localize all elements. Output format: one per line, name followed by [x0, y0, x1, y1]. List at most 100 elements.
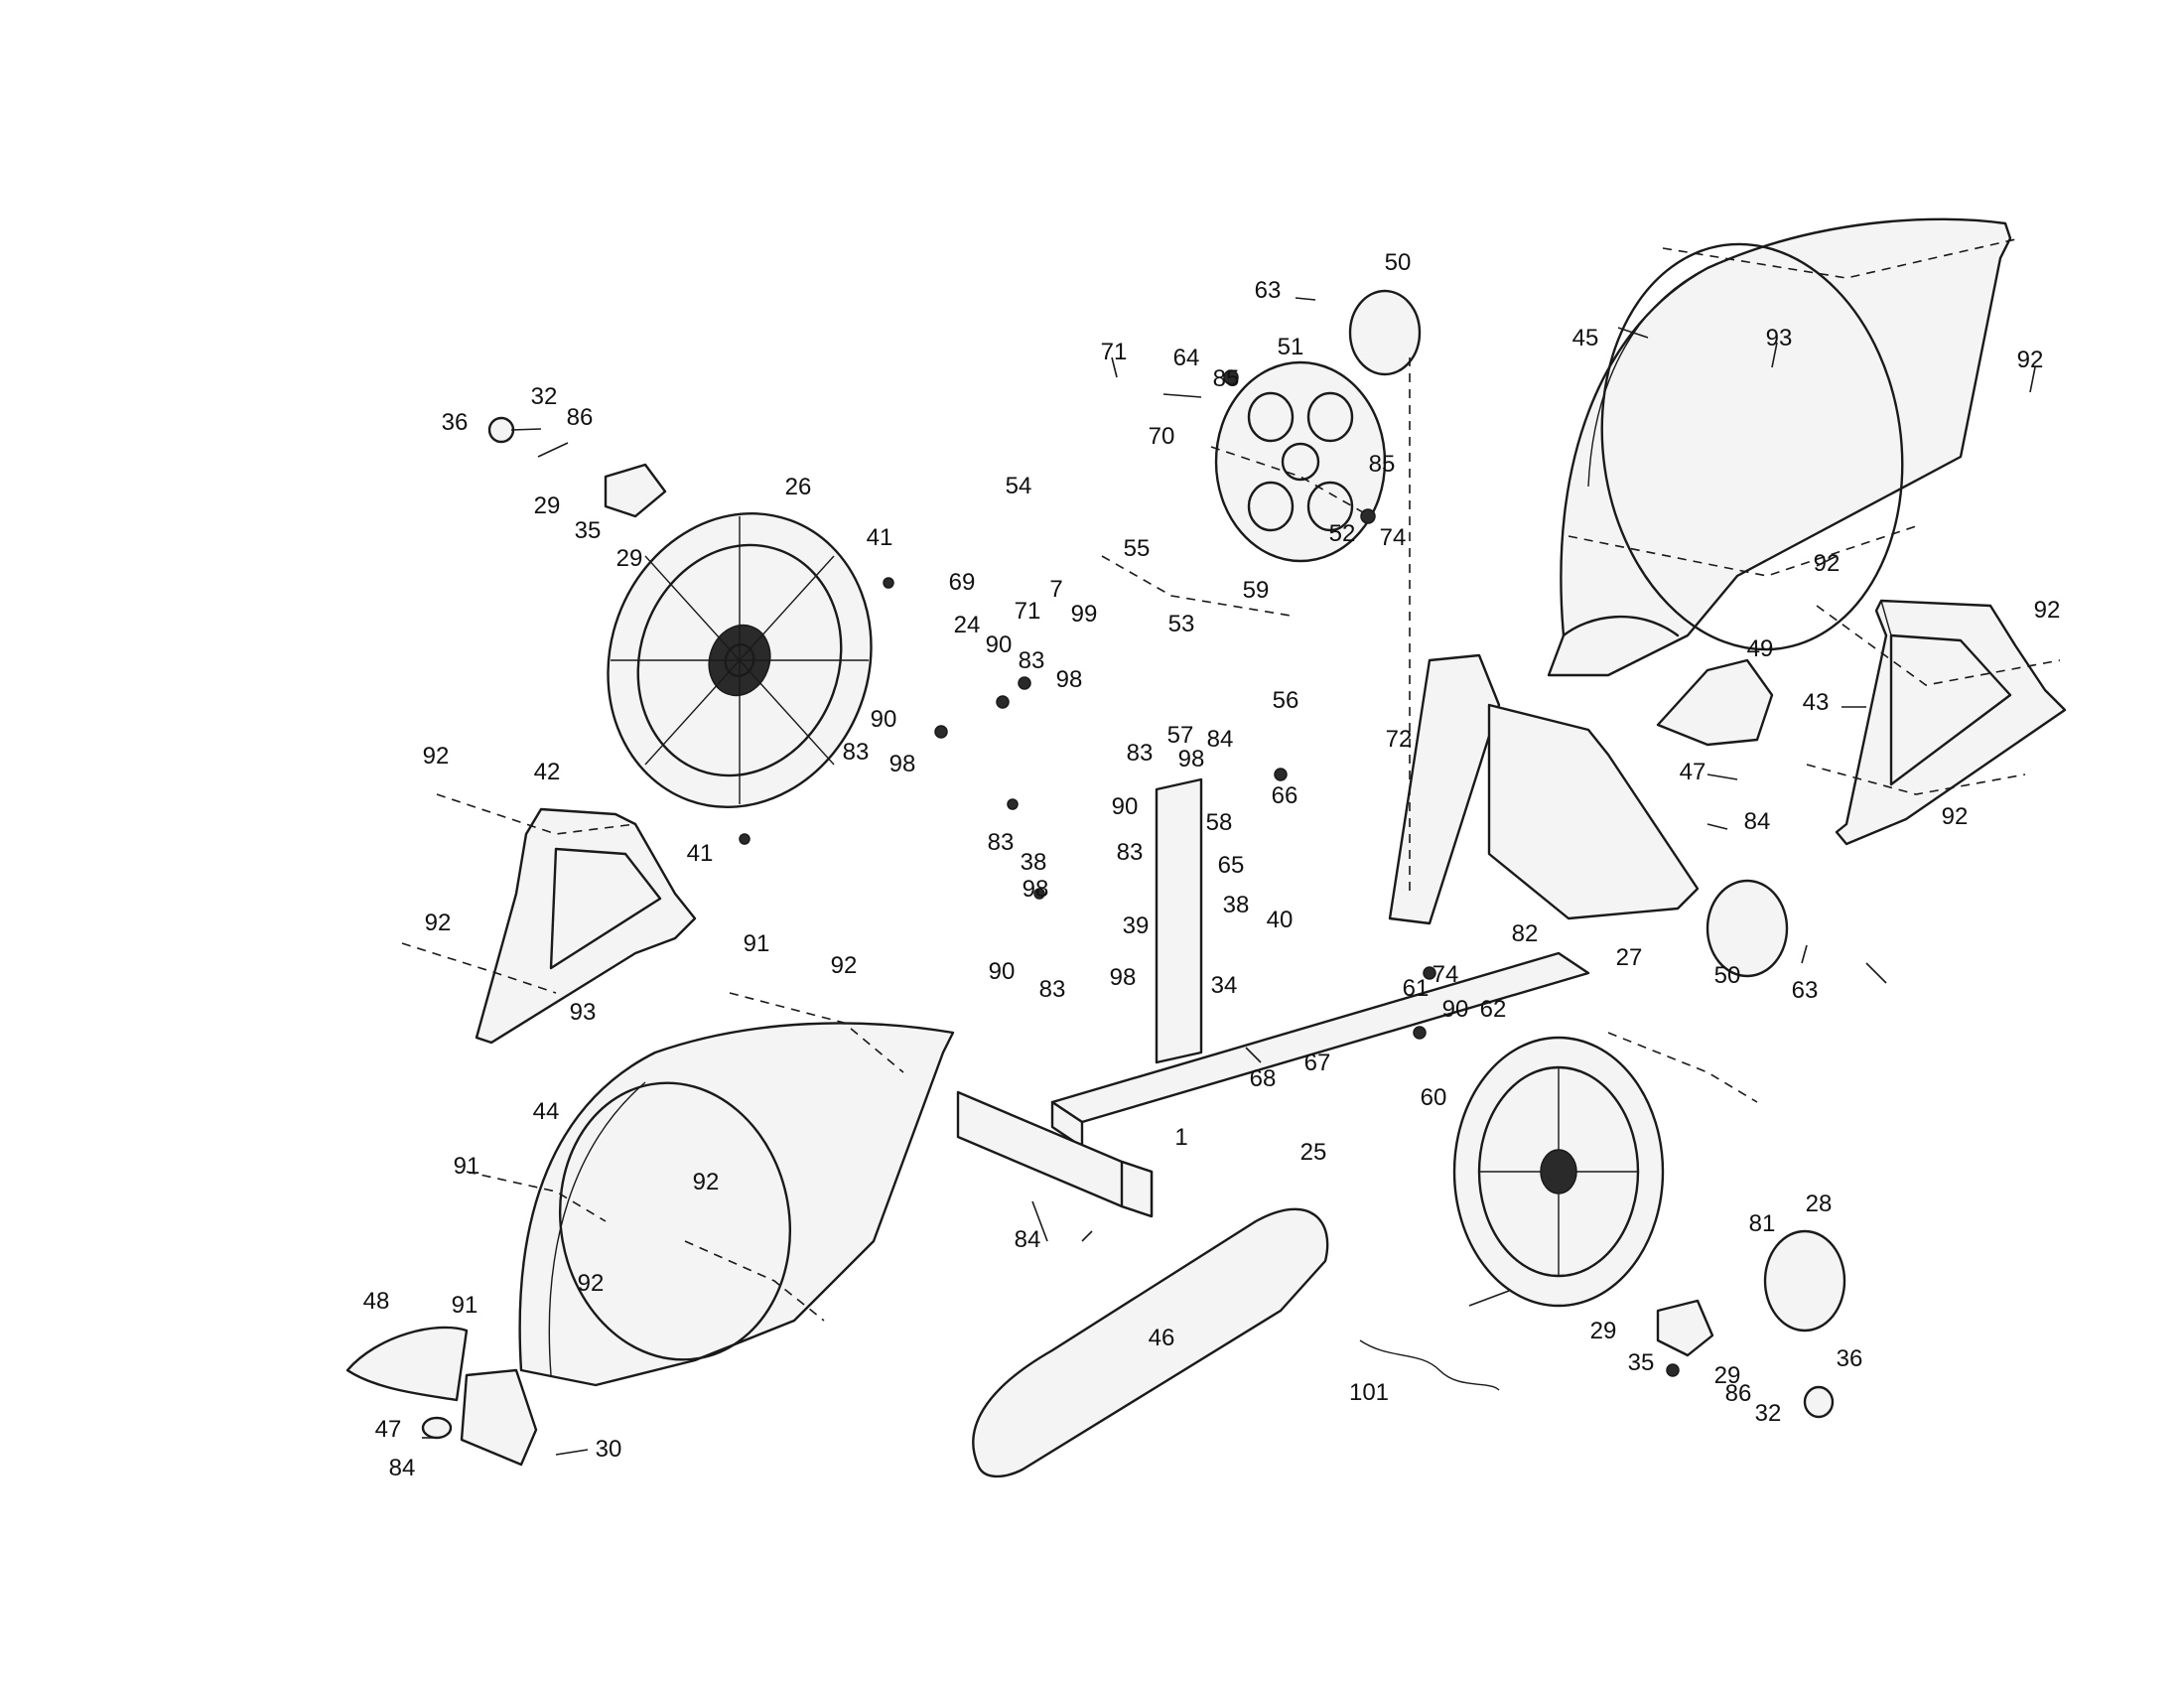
part-callout: 63	[1255, 277, 1282, 304]
part-callout: 47	[1680, 759, 1706, 785]
part-callout: 47	[375, 1416, 402, 1443]
part-callout: 51	[1278, 334, 1304, 360]
part-callout: 7	[1049, 576, 1062, 603]
part-callout: 43	[1803, 689, 1830, 716]
flywheel-cap	[1763, 1229, 1846, 1333]
part-callout: 71	[1015, 598, 1041, 625]
part-callout: 56	[1273, 687, 1299, 714]
part-callout: 48	[363, 1288, 390, 1315]
part-callout: 74	[1380, 524, 1407, 551]
part-callout: 29	[1714, 1362, 1741, 1389]
part-callout: 36	[442, 409, 469, 436]
part-callout: 46	[1149, 1325, 1175, 1351]
right-end-cap	[1803, 1385, 1835, 1419]
part-callout: 92	[693, 1169, 720, 1195]
part-callout: 32	[531, 383, 558, 410]
part-callout: 83	[988, 829, 1015, 856]
wire-harness	[1359, 1339, 1500, 1391]
part-callout: 61	[1403, 975, 1430, 1002]
part-callout: 65	[1218, 852, 1245, 879]
part-callout: 92	[423, 743, 450, 770]
part-callout: 29	[616, 545, 643, 572]
part-callout: 57	[1167, 722, 1194, 749]
part-callout: 29	[1590, 1318, 1617, 1344]
part-callout: 55	[1124, 535, 1151, 562]
right-side-shield	[1547, 217, 2012, 677]
part-callout: 35	[1628, 1349, 1655, 1376]
part-callout: 52	[1329, 520, 1356, 547]
part-callout: 99	[1071, 601, 1098, 628]
main-frame	[956, 653, 1700, 1218]
part-callout: 70	[1149, 423, 1175, 450]
part-callout: 92	[1814, 550, 1841, 577]
part-callout: 24	[954, 612, 981, 638]
part-callout: 62	[1480, 996, 1507, 1023]
part-callout: 41	[867, 524, 893, 551]
part-callout: 25	[1300, 1139, 1327, 1166]
part-callout: 92	[831, 952, 858, 979]
part-callout: 59	[1243, 577, 1270, 604]
part-callout: 44	[533, 1098, 560, 1125]
part-callout: 38	[1021, 849, 1047, 876]
part-callout: 26	[785, 474, 812, 500]
part-callout: 92	[578, 1270, 605, 1297]
part-callout: 41	[687, 840, 714, 867]
part-callout: 91	[744, 930, 770, 957]
part-callout: 27	[1616, 944, 1643, 971]
drive-pulley	[1214, 360, 1387, 563]
part-callout: 30	[596, 1436, 622, 1463]
left-end-cap	[487, 416, 515, 444]
part-callout: 83	[1127, 740, 1154, 767]
part-callout: 98	[889, 751, 916, 777]
part-callout: 45	[1572, 325, 1599, 351]
part-callout: 93	[1766, 325, 1793, 351]
part-callout: 92	[2034, 597, 2061, 624]
part-callout: 63	[1792, 977, 1819, 1004]
part-callout: 38	[1223, 892, 1250, 918]
part-callout: 98	[1110, 964, 1137, 991]
part-callout: 50	[1714, 962, 1741, 989]
part-callout: 83	[843, 739, 870, 766]
left-rear-cap	[345, 1326, 469, 1402]
part-callout: 42	[534, 759, 561, 785]
parts-line-art	[345, 217, 2067, 1478]
part-callout: 84	[1015, 1226, 1041, 1253]
part-callout: 28	[1806, 1191, 1833, 1217]
part-callout: 58	[1206, 809, 1233, 836]
part-callout: 35	[575, 517, 602, 544]
part-callout: 39	[1123, 912, 1150, 939]
part-callout: 86	[567, 404, 594, 431]
left-rear-foot	[460, 1368, 538, 1467]
lower-idler-roller	[1706, 879, 1789, 978]
part-callout: 86	[1725, 1380, 1752, 1407]
part-callout: 32	[1755, 1400, 1782, 1427]
part-callout: 92	[1942, 803, 1969, 830]
part-callout: 68	[1250, 1065, 1277, 1092]
part-callout: 98	[1056, 666, 1083, 693]
part-callout: 90	[1112, 793, 1139, 820]
part-callout: 69	[949, 569, 976, 596]
part-callout: 85	[1369, 451, 1396, 478]
part-callout: 64	[1173, 345, 1200, 371]
part-callout: 36	[1837, 1345, 1863, 1372]
drive-belt	[972, 1207, 1329, 1478]
left-leveling-foot	[421, 1416, 453, 1440]
part-callout: 90	[989, 958, 1016, 985]
part-callout: 40	[1267, 907, 1294, 933]
part-callout: 66	[1272, 782, 1298, 809]
part-callout: 84	[389, 1455, 416, 1481]
upper-idler-roller	[1348, 289, 1422, 376]
left-side-shield	[518, 1022, 955, 1387]
left-flywheel	[607, 511, 873, 809]
part-callout: 91	[452, 1292, 478, 1319]
part-callout: 34	[1211, 972, 1238, 999]
part-callout: 101	[1349, 1379, 1389, 1406]
right-flywheel	[1452, 1036, 1665, 1308]
part-callout: 84	[1207, 726, 1234, 753]
leader-lines	[422, 297, 2036, 1456]
part-callout: 53	[1168, 611, 1195, 637]
part-callout: 83	[1039, 976, 1066, 1003]
part-callout: 90	[871, 706, 897, 733]
